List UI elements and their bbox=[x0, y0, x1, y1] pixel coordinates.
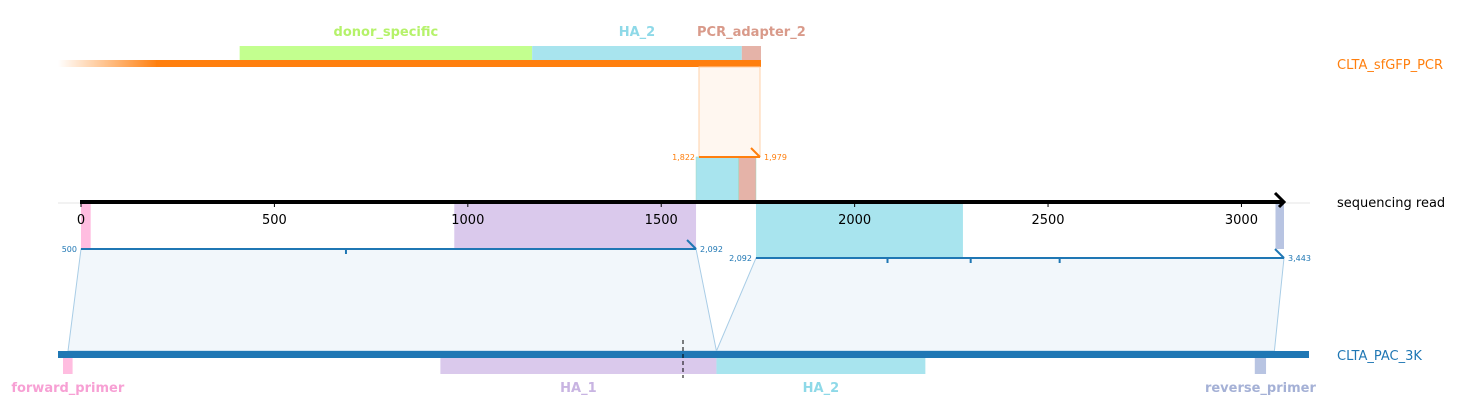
top-alignment-label-right: 1,979 bbox=[764, 153, 787, 162]
bottom-feature-ha-2 bbox=[716, 358, 926, 374]
bottom-alignment-label-right: 2,092 bbox=[700, 245, 723, 254]
top-alignment: 1,822 1,979 bbox=[672, 66, 787, 203]
read-tick-label: 1500 bbox=[645, 213, 678, 228]
top-feature-donor_specific bbox=[239, 46, 533, 60]
bottom-feature-label-reverse-primer: reverse_primer bbox=[1205, 381, 1317, 396]
read-tick-label: 3000 bbox=[1225, 213, 1258, 228]
bottom-feature-label-ha-2: HA_2 bbox=[803, 381, 840, 396]
bottom-feature-label-ha-1: HA_1 bbox=[560, 381, 597, 396]
top-track-fade bbox=[58, 60, 158, 67]
bottom-alignment-connector bbox=[67, 248, 718, 352]
read-feature-ha-2 bbox=[755, 202, 963, 259]
read-tick-label: 0 bbox=[77, 213, 85, 228]
top-feature-label-pcr-adapter-2: PCR_adapter_2 bbox=[697, 25, 806, 40]
bottom-track-name: CLTA_PAC_3K bbox=[1337, 349, 1422, 364]
read-feature-ha-1 bbox=[454, 202, 697, 249]
top-alignment-arrow-icon bbox=[750, 147, 761, 158]
top-alignment-feature-0 bbox=[695, 156, 739, 203]
read-feature-reverse-primer bbox=[1275, 202, 1284, 249]
read-tick-label: 2500 bbox=[1031, 213, 1064, 228]
top-feature-label-donor_specific: donor_specific bbox=[334, 25, 439, 40]
read-features bbox=[81, 202, 1284, 259]
top-alignment-feature-1 bbox=[738, 156, 757, 203]
top-feature-ha-2 bbox=[532, 46, 742, 60]
bottom-feature-label-forward-primer: forward_primer bbox=[11, 381, 125, 396]
top-feature-pcr-adapter-2 bbox=[741, 46, 761, 60]
bottom-alignment-arrow-icon bbox=[1274, 248, 1285, 259]
bottom-alignment-label-left: 500 bbox=[62, 245, 77, 254]
top-alignment-connector bbox=[698, 66, 761, 158]
bottom-track: forward_primer HA_1 HA_2 reverse_primer CLT… bbox=[11, 340, 1422, 396]
bottom-feature-ha-1 bbox=[440, 358, 717, 374]
bottom-alignment-label-right: 3,443 bbox=[1288, 254, 1311, 263]
read-tick-label: 500 bbox=[262, 213, 287, 228]
read-tick-label: 2000 bbox=[838, 213, 871, 228]
top-track-bar bbox=[156, 60, 761, 67]
bottom-alignment-label-left: 2,092 bbox=[729, 254, 752, 263]
read-axis: 0 500 1000 1500 2000 2500 3000 sequencing read bbox=[77, 191, 1445, 228]
read-tick-label: 1000 bbox=[451, 213, 484, 228]
read-feature-forward-primer bbox=[81, 202, 91, 249]
top-feature-label-ha-2: HA_2 bbox=[619, 25, 656, 40]
top-track: donor_specific HA_2 PCR_adapter_2 CLTA_sfG… bbox=[58, 25, 1443, 73]
top-track-name: CLTA_sfGFP_PCR bbox=[1337, 58, 1443, 73]
bottom-alignment-connector bbox=[715, 257, 1285, 352]
read-track-name: sequencing read bbox=[1337, 196, 1445, 211]
top-alignment-label-left: 1,822 bbox=[672, 153, 695, 162]
bottom-feature-forward-primer bbox=[63, 358, 73, 374]
read-axis-arrow-icon bbox=[1273, 191, 1287, 209]
bottom-feature-reverse-primer bbox=[1254, 358, 1267, 374]
bottom-alignment-arrow-icon bbox=[686, 239, 697, 250]
bottom-alignments: 500 2,092 2,092 3,443 bbox=[62, 239, 1311, 352]
